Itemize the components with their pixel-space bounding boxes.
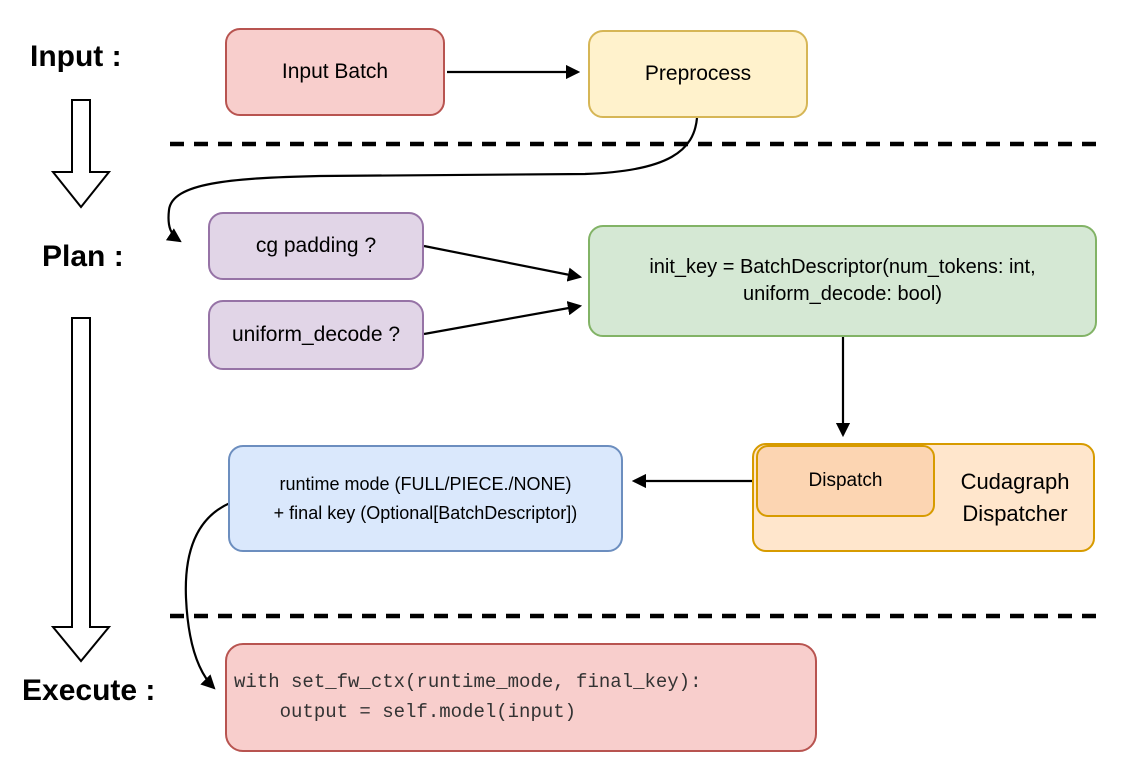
- arrow-preprocess-to-cg-padding: [165, 117, 699, 243]
- node-execute-code-line2: output = self.model(input): [234, 700, 577, 723]
- node-runtime-mode-line2: + final key (Optional[BatchDescriptor]): [273, 502, 578, 523]
- node-cg-padding-label: cg padding ?: [255, 233, 377, 257]
- node-input-batch: Input Batch: [225, 28, 445, 116]
- node-cudagraph-dispatcher: Dispatch Cudagraph Dispatcher: [752, 443, 1095, 552]
- node-init-key: init_key = BatchDescriptor(num_tokens: i…: [588, 225, 1097, 337]
- arrow-cg-padding-to-init-key: [423, 244, 583, 282]
- stage-label-input: Input :: [30, 40, 122, 73]
- stage-label-plan: Plan :: [42, 240, 124, 273]
- node-execute-code-line1: with set_fw_ctx(runtime_mode, final_key)…: [234, 671, 702, 694]
- node-execute-code: with set_fw_ctx(runtime_mode, final_key)…: [225, 643, 817, 752]
- node-dispatch-label: Dispatch: [808, 470, 883, 492]
- node-runtime-mode-line1: runtime mode (FULL/PIECE./NONE): [279, 473, 572, 494]
- arrow-uniform-decode-to-init-key: [423, 301, 583, 336]
- node-input-batch-label: Input Batch: [281, 59, 389, 83]
- node-cudagraph-dispatcher-line2: Dispatcher: [962, 500, 1068, 526]
- stage-arrow-plan-to-execute: [50, 317, 112, 663]
- node-init-key-line1: init_key = BatchDescriptor(num_tokens: i…: [649, 256, 1036, 278]
- node-cudagraph-dispatcher-label: Cudagraph Dispatcher: [937, 445, 1093, 550]
- arrow-runtime-to-code: [184, 501, 231, 690]
- node-dispatch: Dispatch: [756, 445, 935, 517]
- stage-arrow-input-to-plan: [50, 99, 112, 209]
- node-runtime-mode: runtime mode (FULL/PIECE./NONE) + final …: [228, 445, 623, 552]
- node-uniform-decode: uniform_decode ?: [208, 300, 424, 370]
- node-uniform-decode-label: uniform_decode ?: [231, 322, 401, 346]
- node-cg-padding: cg padding ?: [208, 212, 424, 280]
- node-preprocess: Preprocess: [588, 30, 808, 118]
- stage-label-execute: Execute :: [22, 674, 156, 707]
- node-preprocess-label: Preprocess: [644, 61, 752, 85]
- node-cudagraph-dispatcher-line1: Cudagraph: [960, 468, 1070, 494]
- node-init-key-line2: uniform_decode: bool): [742, 283, 942, 305]
